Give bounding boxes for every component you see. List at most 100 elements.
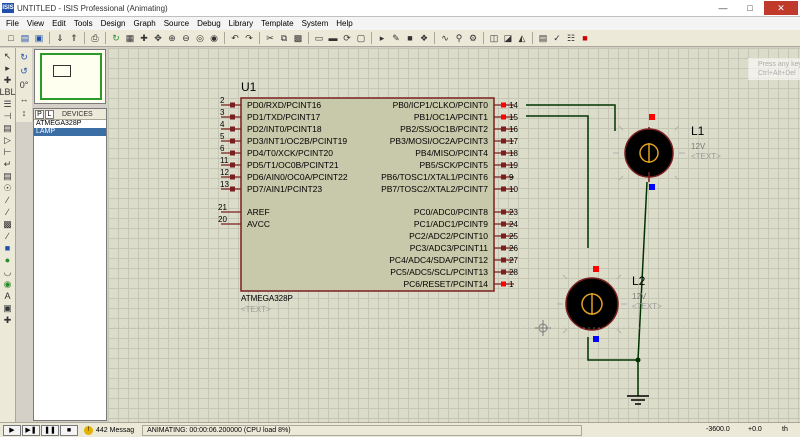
pan-icon[interactable]: ✥ (154, 32, 162, 43)
menu-debug[interactable]: Debug (197, 19, 221, 28)
property-tool-icon[interactable]: ⚙ (468, 32, 478, 43)
undo-icon[interactable]: ↶ (231, 32, 239, 43)
device-pins-icon[interactable]: ⊢ (3, 146, 12, 157)
voltage-probe-icon[interactable]: ∕ (6, 194, 9, 205)
message-count[interactable]: ! 442 Messag (84, 425, 134, 435)
menu-help[interactable]: Help (336, 19, 353, 28)
close-red-icon[interactable]: ■ (582, 32, 588, 43)
lamp-l1[interactable]: L1 12V <TEXT> (613, 114, 721, 190)
terminals-icon[interactable]: ▷ (4, 134, 11, 145)
new-file-icon[interactable]: □ (8, 32, 14, 43)
erc-icon[interactable]: ✓ (553, 32, 561, 43)
remove-sheet-icon[interactable]: ◪ (503, 32, 513, 43)
close-icon[interactable]: ✕ (764, 1, 798, 15)
marker-tool-icon[interactable]: ✚ (3, 314, 12, 325)
copy-icon[interactable]: ⧉ (280, 32, 288, 43)
wire-autorouter-icon[interactable]: ∿ (441, 32, 449, 43)
stop-icon[interactable]: ■ (60, 424, 78, 436)
refresh-icon[interactable]: ↻ (112, 32, 120, 43)
virtual-instruments-icon[interactable]: ▩ (3, 218, 12, 229)
wire-l1-to-l2-return[interactable] (587, 181, 648, 361)
zoom-in-icon[interactable]: ⊕ (168, 32, 176, 43)
generator-icon[interactable]: ☉ (3, 182, 12, 193)
library-manager-button[interactable]: L (45, 109, 54, 119)
menu-view[interactable]: View (26, 19, 45, 28)
new-sheet-icon[interactable]: ◫ (489, 32, 499, 43)
maximize-icon[interactable]: □ (747, 3, 753, 13)
play-icon[interactable]: ▶ (3, 424, 21, 436)
mirror-y-icon[interactable]: ↕ (21, 107, 27, 118)
pick-device-icon[interactable]: ▸ (379, 32, 385, 43)
pause-icon[interactable]: ❚❚ (41, 424, 59, 436)
pick-devices-button[interactable]: P (35, 109, 44, 119)
ground-symbol[interactable] (627, 395, 649, 405)
block-rotate-icon[interactable]: ⟳ (343, 32, 351, 43)
line-tool-icon[interactable]: ∕ (6, 230, 9, 241)
menu-tools[interactable]: Tools (73, 19, 93, 28)
rotate-ccw-icon[interactable]: ↺ (20, 65, 28, 76)
block-copy-icon[interactable]: ▭ (314, 32, 324, 43)
box-tool-icon[interactable]: ■ (4, 242, 11, 253)
junction-dot-icon[interactable]: ✚ (3, 74, 12, 85)
symbol-tool-icon[interactable]: ▣ (3, 302, 12, 313)
device-item-atmega328p[interactable]: ATMEGA328P (36, 120, 82, 127)
circle-tool-icon[interactable]: ● (4, 254, 11, 265)
wire-pb1-to-l2[interactable] (526, 115, 589, 248)
open-folder-icon[interactable]: ▤ (20, 32, 30, 43)
paste-icon[interactable]: ▩ (293, 32, 303, 43)
overview-window[interactable] (34, 49, 106, 104)
bom-icon[interactable]: ▤ (538, 32, 548, 43)
menu-file[interactable]: File (6, 19, 19, 28)
menu-edit[interactable]: Edit (52, 19, 66, 28)
component-mode-icon[interactable]: ▸ (5, 62, 10, 73)
step-icon[interactable]: ▶❚ (22, 424, 40, 436)
mirror-x-icon[interactable]: ↔ (19, 93, 29, 104)
graph-mode-icon[interactable]: ↵ (3, 158, 12, 169)
import-icon[interactable]: ⇓ (56, 32, 64, 43)
make-device-icon[interactable]: ✎ (392, 32, 400, 43)
zoom-area-icon[interactable]: ◉ (210, 32, 218, 43)
package-icon[interactable]: ■ (407, 32, 413, 43)
mcu-body[interactable] (240, 97, 495, 292)
menu-template[interactable]: Template (261, 19, 294, 28)
netlist-icon[interactable]: ☷ (566, 32, 576, 43)
subcircuit-icon[interactable]: ▤ (3, 122, 12, 133)
export-icon[interactable]: ⇑ (70, 32, 78, 43)
decompose-icon[interactable]: ❖ (419, 32, 429, 43)
angle-field-icon[interactable]: 0° (19, 79, 29, 90)
cut-icon[interactable]: ✂ (266, 32, 274, 43)
zoom-out-icon[interactable]: ⊖ (182, 32, 190, 43)
menu-design[interactable]: Design (100, 19, 126, 28)
block-move-icon[interactable]: ▬ (328, 32, 338, 43)
block-delete-icon[interactable]: ▢ (356, 32, 366, 43)
zoom-all-icon[interactable]: ◎ (196, 32, 204, 43)
text-script-icon[interactable]: ☰ (3, 98, 12, 109)
goto-sheet-icon[interactable]: ◭ (518, 32, 526, 43)
tape-recorder-icon[interactable]: ▤ (3, 170, 12, 181)
wire-pb0-to-l1[interactable] (526, 104, 616, 131)
menu-library[interactable]: Library (228, 19, 254, 28)
text-tool-icon[interactable]: A (4, 290, 11, 301)
